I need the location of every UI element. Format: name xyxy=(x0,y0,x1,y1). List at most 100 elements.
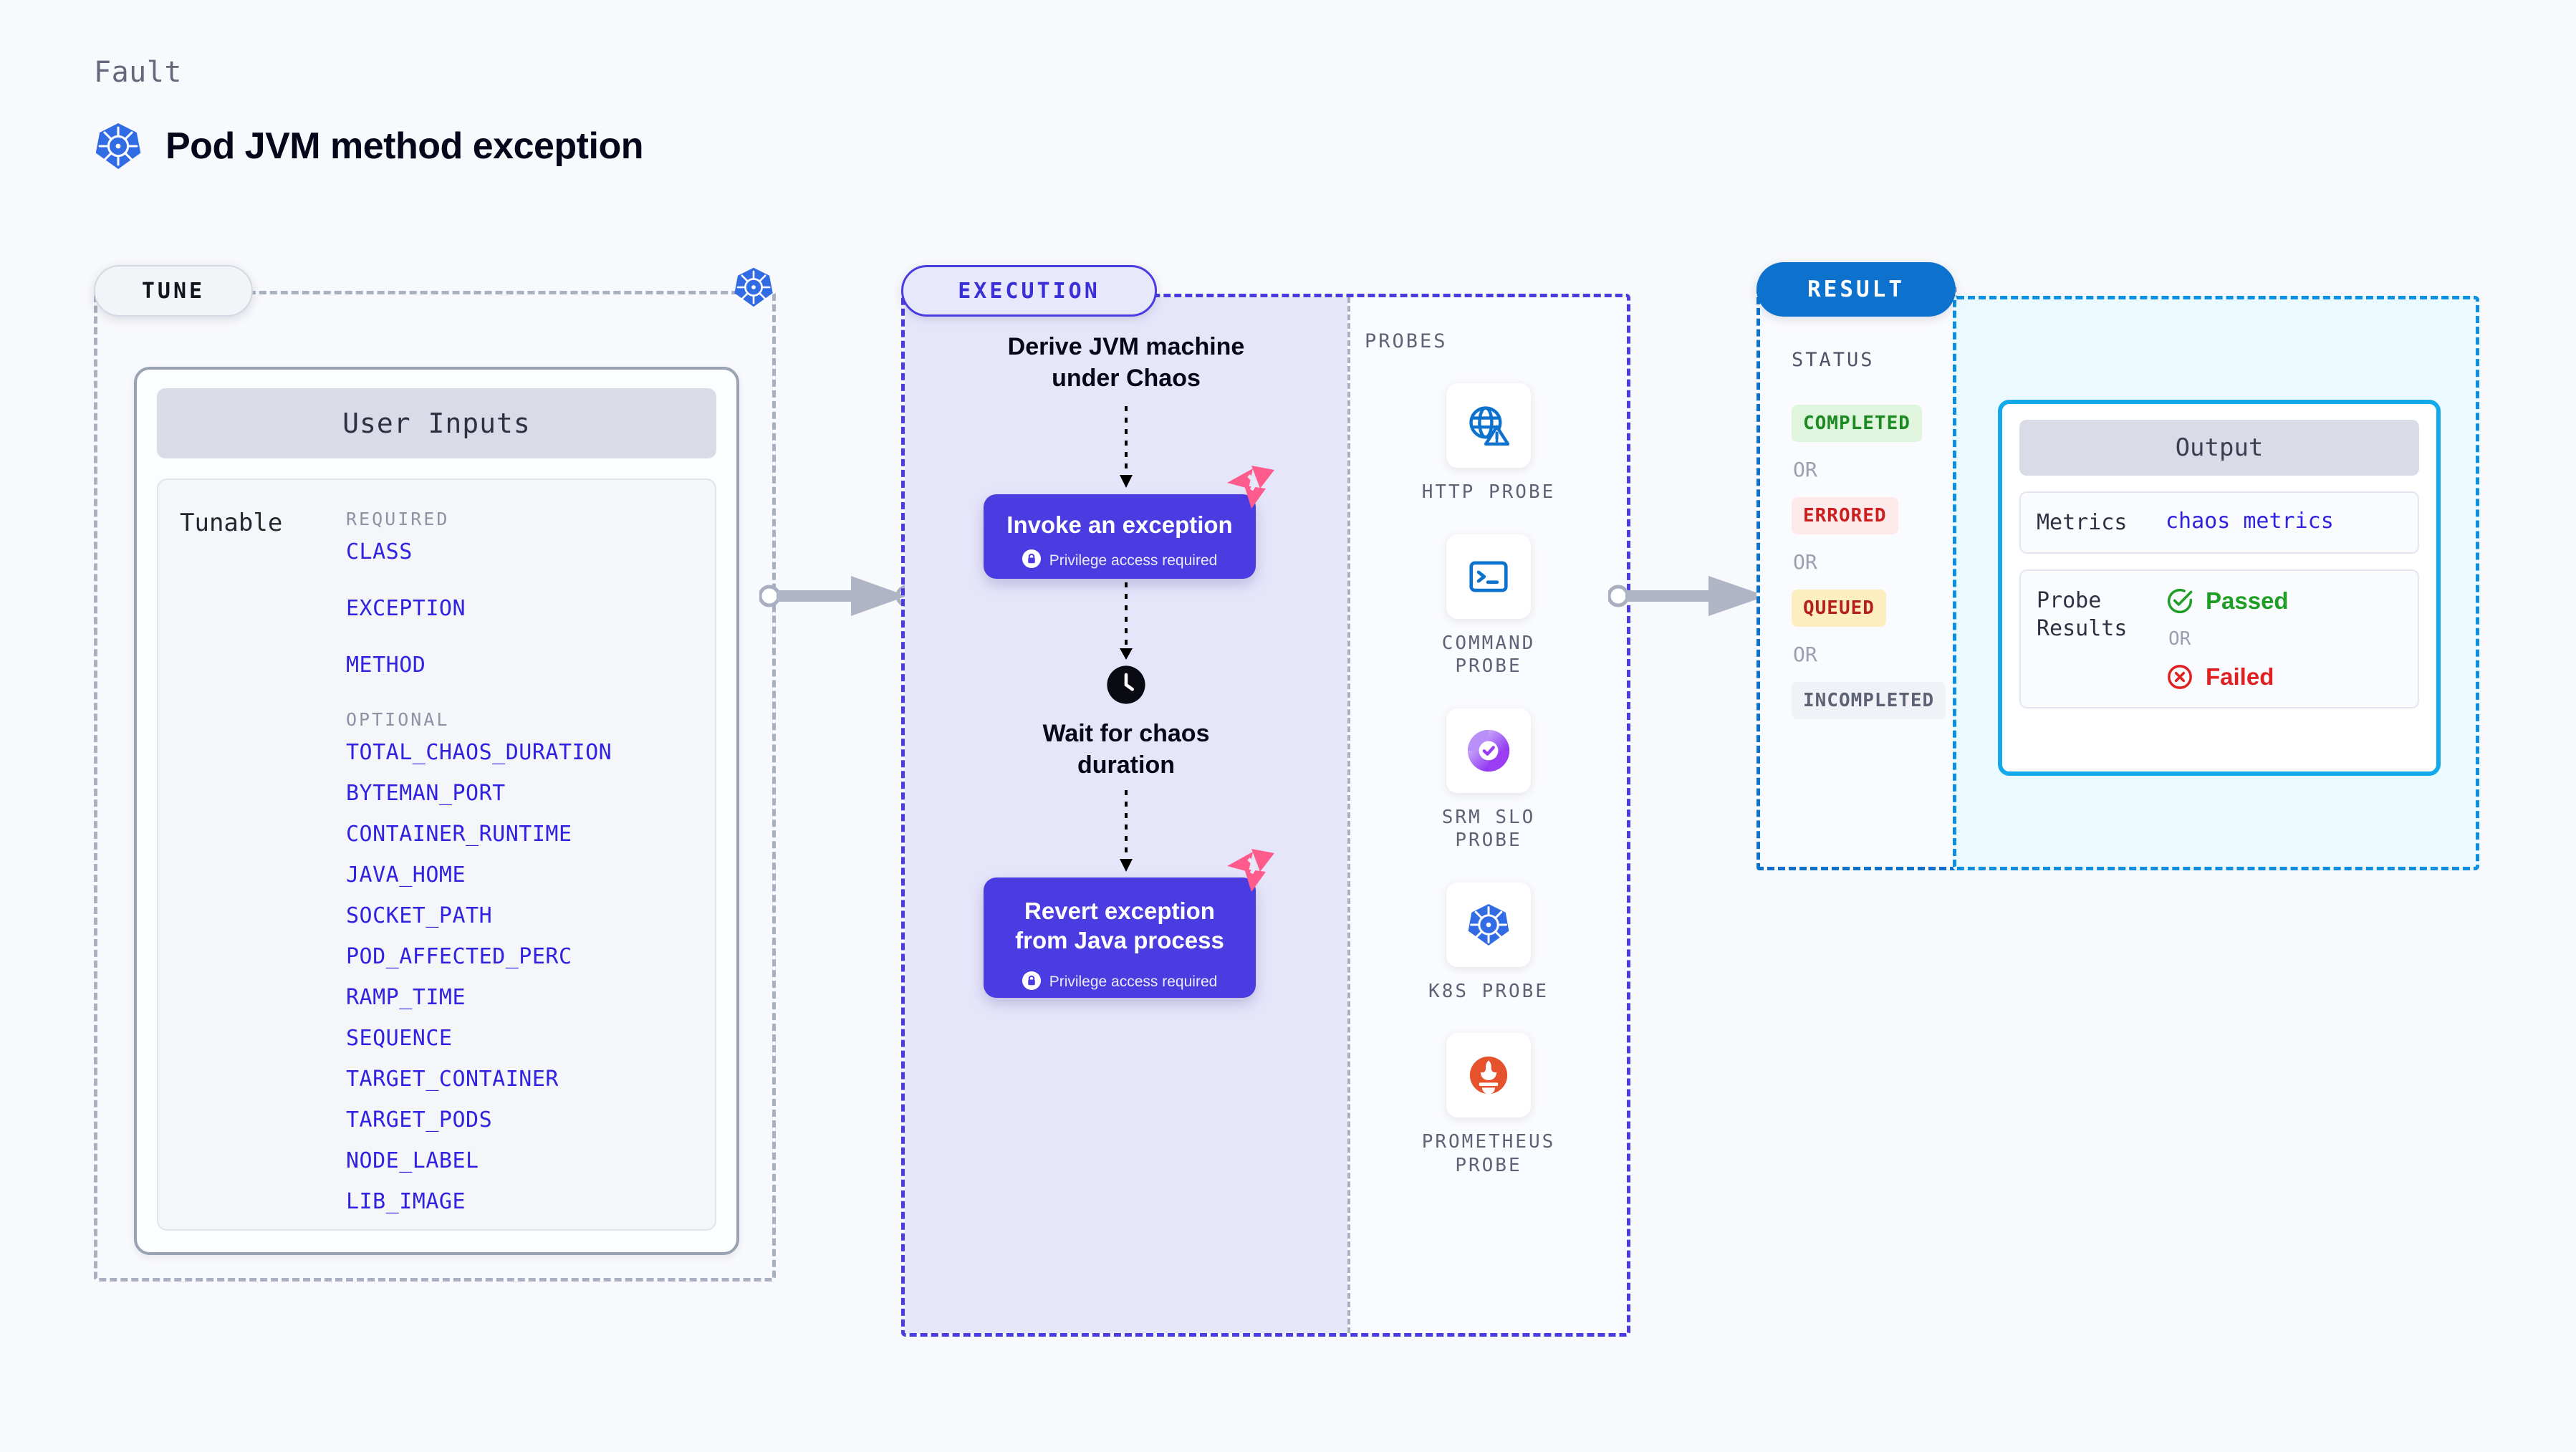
probe-item-prometheus[interactable]: PROMETHEUS PROBE xyxy=(1422,1033,1556,1177)
status-or-label: OR xyxy=(1793,643,1817,666)
parameter-item[interactable]: SEQUENCE xyxy=(346,1026,453,1051)
tune-chip[interactable]: TUNE xyxy=(94,265,253,317)
probe-item-http[interactable]: HTTP PROBE xyxy=(1422,383,1556,504)
privilege-row: Privilege access required xyxy=(984,971,1256,994)
execution-chip[interactable]: EXECUTION xyxy=(901,265,1157,317)
result-chip[interactable]: RESULT xyxy=(1756,262,1956,317)
invoke-exception-card[interactable]: Invoke an exception Privilege access req… xyxy=(984,466,1274,579)
result-status-panel: STATUS COMPLETED OR ERRORED OR QUEUED OR… xyxy=(1756,287,1957,870)
status-badge: INCOMPLETED xyxy=(1792,682,1946,719)
chaos-metrics-link[interactable]: chaos metrics xyxy=(2166,509,2334,534)
lock-icon xyxy=(1022,549,1041,572)
probe-label: SRM SLO PROBE xyxy=(1441,806,1536,852)
tune-panel xyxy=(94,291,776,1282)
probe-tile xyxy=(1446,383,1531,468)
parameter-item[interactable]: TOTAL_CHAOS_DURATION xyxy=(346,740,612,765)
probe-label: COMMAND PROBE xyxy=(1441,632,1536,678)
probe-label: K8S PROBE xyxy=(1428,980,1549,1002)
revert-exception-title: Revert exception from Java process xyxy=(1015,898,1224,954)
flow-arrow-1 xyxy=(1120,406,1133,488)
terminal-icon xyxy=(1469,561,1508,592)
parameter-item[interactable]: METHOD xyxy=(346,653,426,678)
privilege-row: Privilege access required xyxy=(984,549,1256,572)
tune-kubernetes-badge xyxy=(733,266,774,312)
failed-label: Failed xyxy=(2206,663,2274,690)
execution-chip-label: EXECUTION xyxy=(958,278,1100,304)
passed-label: Passed xyxy=(2206,587,2289,614)
x-circle-icon xyxy=(2168,665,2192,689)
probes-title: PROBES xyxy=(1365,330,1448,352)
probe-label: HTTP PROBE xyxy=(1421,481,1556,503)
revert-exception-card[interactable]: Revert exception from Java process xyxy=(984,849,1274,998)
execution-flow-column: Derive JVM machine under Chaos Invoke an… xyxy=(905,297,1347,1333)
slo-donut-check-icon xyxy=(1467,729,1510,771)
probe-item-k8s[interactable]: K8S PROBE xyxy=(1428,882,1549,1004)
lock-icon xyxy=(1022,971,1041,994)
chaos-flag-icon xyxy=(1227,466,1274,509)
parameter-item[interactable]: SOCKET_PATH xyxy=(346,903,493,928)
tune-to-execution-arrow xyxy=(759,576,917,616)
execution-flow: Derive JVM machine under Chaos Invoke an… xyxy=(905,297,1347,1333)
kubernetes-icon xyxy=(1468,903,1509,946)
probe-result-failed: Failed xyxy=(2166,663,2289,691)
probes-list: HTTP PROBE COMMAND PROBE xyxy=(1350,383,1627,1177)
output-card-title: Output xyxy=(2019,420,2419,476)
wait-chaos-step-label: Wait for chaos duration xyxy=(1042,720,1210,779)
invoke-exception-title: Invoke an exception xyxy=(1006,511,1233,538)
parameter-item[interactable]: RAMP_TIME xyxy=(346,985,466,1010)
parameter-item[interactable]: CLASS xyxy=(346,539,413,564)
required-group-label: REQUIRED xyxy=(346,509,450,529)
status-title: STATUS xyxy=(1792,349,1875,371)
output-card: Output Metrics chaos metrics Probe Resul… xyxy=(1998,400,2441,776)
parameter-item[interactable]: NODE_LABEL xyxy=(346,1148,479,1173)
parameter-item[interactable]: TARGET_CONTAINER xyxy=(346,1067,559,1092)
result-output-panel: Output Metrics chaos metrics Probe Resul… xyxy=(1953,296,2479,870)
status-or-label: OR xyxy=(1793,458,1817,481)
probe-item-command[interactable]: COMMAND PROBE xyxy=(1442,534,1536,678)
output-probe-results-row: Probe Results Passed OR xyxy=(2019,569,2419,708)
user-inputs-card: User Inputs Tunable REQUIRED CLASS EXCEP… xyxy=(134,367,739,1255)
parameter-item[interactable]: TARGET_PODS xyxy=(346,1107,493,1133)
execution-to-result-arrow xyxy=(1608,576,1777,616)
page-title: Pod JVM method exception xyxy=(165,125,643,167)
privilege-text: Privilege access required xyxy=(1049,973,1218,990)
metrics-key: Metrics xyxy=(2037,510,2128,535)
probe-result-or-label: OR xyxy=(2168,628,2191,650)
parameter-item[interactable]: CONTAINER_RUNTIME xyxy=(346,822,572,847)
status-badge: QUEUED xyxy=(1792,590,1886,627)
user-inputs-card-title: User Inputs xyxy=(157,388,716,458)
flow-arrow-3 xyxy=(1120,790,1133,872)
prometheus-icon xyxy=(1469,1056,1508,1095)
probe-result-passed: Passed xyxy=(2166,587,2289,615)
probe-results-values: Passed OR Failed xyxy=(2166,587,2289,691)
parameter-item[interactable]: EXCEPTION xyxy=(346,596,466,621)
chaos-flag-icon xyxy=(1227,849,1274,892)
flow-arrow-2 xyxy=(1120,582,1133,660)
clock-icon xyxy=(1107,665,1145,704)
optional-parameter-list: TOTAL_CHAOS_DURATION BYTEMAN_PORT CONTAI… xyxy=(346,740,701,1214)
status-or-label: OR xyxy=(1793,550,1817,574)
required-parameter-list: CLASS EXCEPTION METHOD xyxy=(346,539,701,678)
parameter-item[interactable]: POD_AFFECTED_PERC xyxy=(346,944,572,969)
check-circle-icon xyxy=(2167,588,2193,614)
probe-tile xyxy=(1446,534,1531,619)
status-list: COMPLETED OR ERRORED OR QUEUED OR INCOMP… xyxy=(1792,405,1946,719)
probe-item-srm-slo[interactable]: SRM SLO PROBE xyxy=(1442,708,1536,852)
parameter-item[interactable]: LIB_IMAGE xyxy=(346,1189,466,1214)
tunable-row-label: Tunable xyxy=(180,509,283,537)
page-title-row: Pod JVM method exception xyxy=(94,122,643,170)
parameter-item[interactable]: BYTEMAN_PORT xyxy=(346,781,506,806)
kubernetes-icon xyxy=(94,122,143,170)
status-badge: COMPLETED xyxy=(1792,405,1922,442)
status-badge: ERRORED xyxy=(1792,497,1898,534)
probe-results-key: Probe Results xyxy=(2037,588,2128,641)
globe-warning-icon xyxy=(1469,406,1510,446)
execution-panel: Derive JVM machine under Chaos Invoke an… xyxy=(901,294,1630,1337)
result-chip-label: RESULT xyxy=(1807,277,1905,302)
tune-chip-label: TUNE xyxy=(141,278,206,304)
probe-tile xyxy=(1446,708,1531,793)
parameter-item[interactable]: JAVA_HOME xyxy=(346,862,466,888)
user-inputs-card-body: Tunable REQUIRED CLASS EXCEPTION METHOD … xyxy=(157,479,716,1231)
fault-kicker: Fault xyxy=(94,56,182,89)
